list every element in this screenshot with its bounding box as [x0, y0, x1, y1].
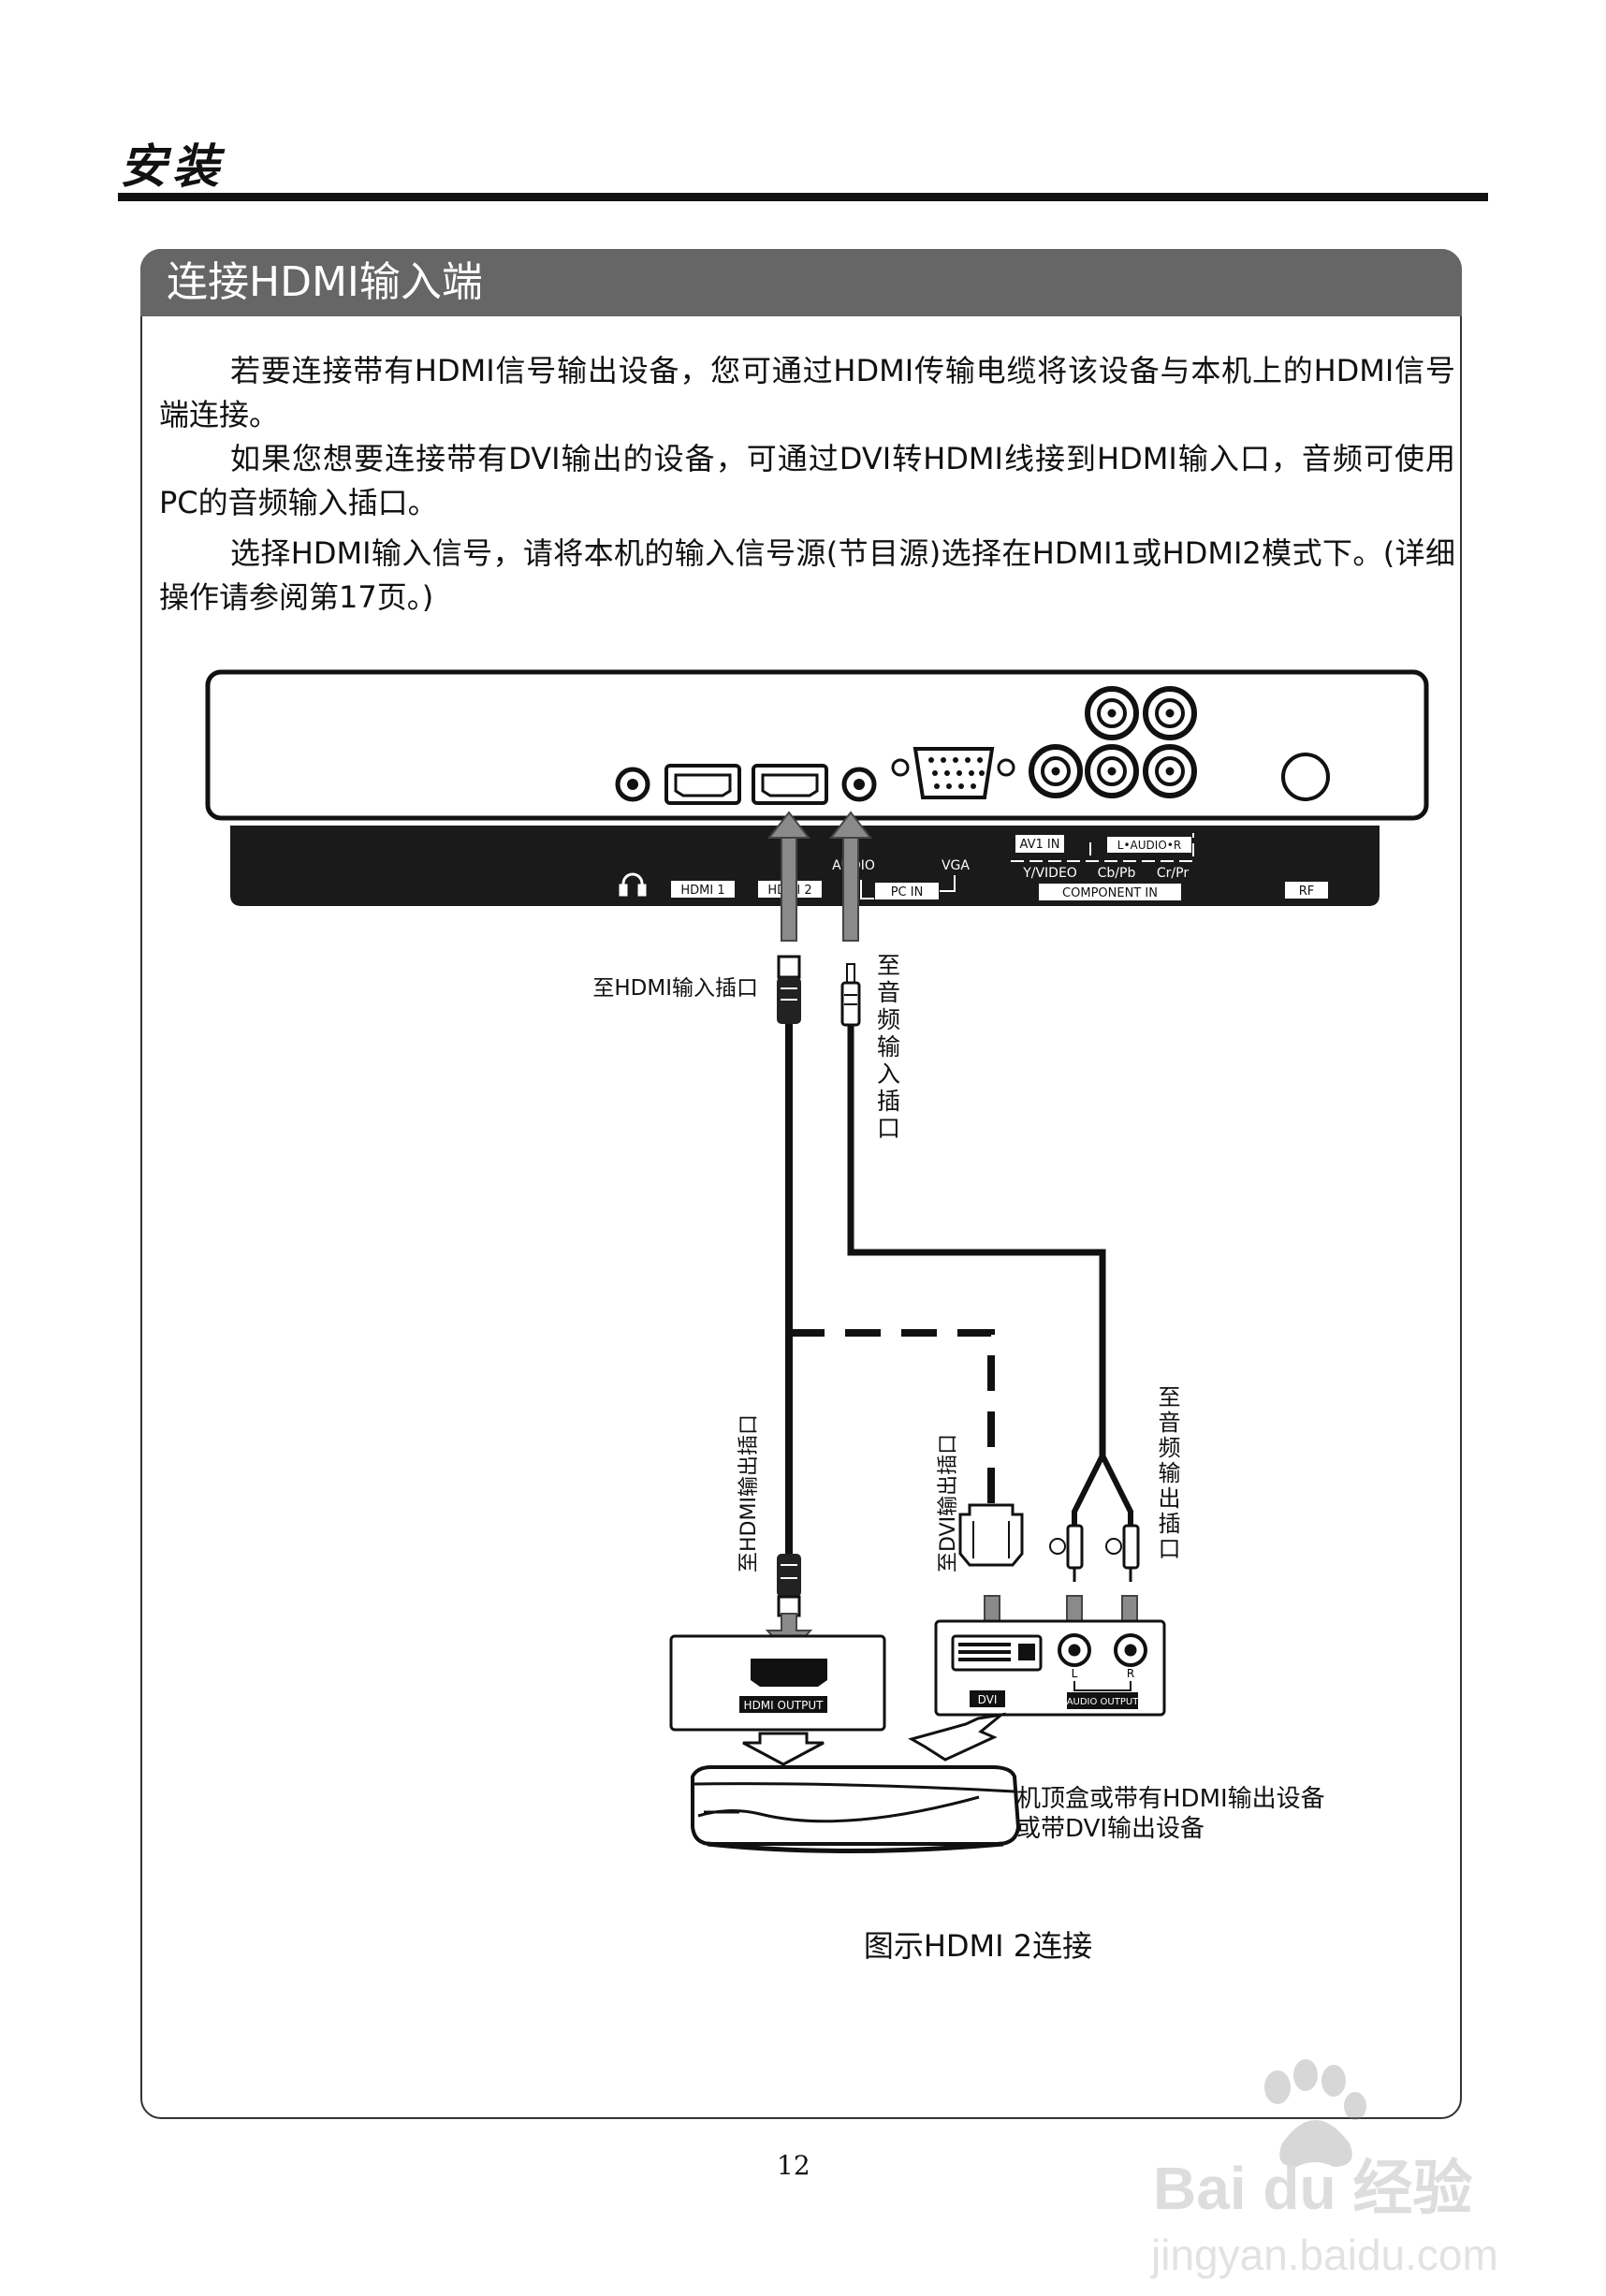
label-r: R — [1127, 1667, 1134, 1680]
hdmi-plug-bottom — [777, 1554, 801, 1617]
label-hdmi1: HDMI 1 — [680, 884, 724, 898]
audio-output-jacks — [1058, 1633, 1147, 1667]
watermark-url: jingyan.baidu.com — [1149, 2230, 1498, 2279]
paw-icon — [1264, 2059, 1366, 2167]
baidu-watermark: Bai du 经验 jingyan.baidu.com — [1149, 2059, 1498, 2279]
label-av1-in: AV1 IN — [1020, 838, 1060, 852]
label-y-video: Y/VIDEO — [1022, 866, 1077, 881]
paragraph-select-source: 选择HDMI输入信号，请将本机的输入信号源(节目源)选择在HDMI1或HDMI2… — [159, 535, 1455, 615]
hdmi-output-port — [751, 1659, 827, 1687]
arrow-to-hdmi2 — [766, 811, 811, 942]
section-title: 连接HDMI输入端 — [167, 258, 483, 306]
callout-to-dvi-output: 至DVI输出插口 — [937, 1434, 960, 1572]
headphone-jack — [615, 767, 650, 802]
hdmi2-port — [752, 764, 828, 805]
vga-port — [891, 747, 1015, 799]
label-audio-lr: L•AUDIO•R — [1117, 839, 1181, 852]
paragraph-dvi: 如果您想要连接带有DVI输出的设备，可通过DVI转HDMI线接到HDMI输入口，… — [159, 441, 1455, 520]
label-l: L — [1072, 1667, 1078, 1680]
rf-jack — [1281, 753, 1330, 801]
callout-device-line2: 或带DVI输出设备 — [1016, 1815, 1204, 1843]
heading-rule — [118, 193, 1488, 201]
arrow-dvi-to-box — [908, 1712, 1007, 1762]
hdmi1-port — [664, 764, 741, 805]
callout-to-hdmi-input: 至HDMI输入插口 — [592, 976, 758, 1001]
page-number: 12 — [777, 2150, 810, 2181]
rca-plug-left — [1049, 1524, 1084, 1582]
headphone-icon — [619, 872, 647, 897]
pc-audio-jack — [841, 767, 877, 802]
set-top-box — [691, 1765, 1021, 1853]
callout-device-line1: 机顶盒或带有HDMI输出设备 — [1016, 1785, 1325, 1813]
watermark-brand: Bai du 经验 — [1153, 2155, 1472, 2222]
label-rf: RF — [1299, 885, 1315, 899]
callout-to-audio-input: 至音频输入插口 — [874, 953, 901, 1143]
rca-plug-right — [1105, 1524, 1140, 1582]
label-component-in: COMPONENT IN — [1062, 886, 1158, 900]
label-audio-output: AUDIO OUTPUT — [1067, 1697, 1140, 1707]
label-cr-pr: Cr/Pr — [1157, 866, 1189, 881]
page-heading: 安装 — [120, 139, 225, 194]
diagram-caption: 图示HDMI 2连接 — [864, 1928, 1092, 1964]
audio-cable — [847, 1025, 1106, 1455]
label-cb-pb: Cb/Pb — [1098, 866, 1136, 881]
rca-jacks — [1029, 686, 1197, 798]
callout-to-audio-output: 至音频输出插口 — [1154, 1385, 1180, 1562]
paragraph-hdmi: 若要连接带有HDMI信号输出设备，您可通过HDMI传输电缆将该设备与本机上的HD… — [159, 353, 1455, 432]
arrow-to-audio — [828, 811, 873, 942]
label-vga: VGA — [942, 858, 970, 873]
arrow-hdmi-to-box — [742, 1732, 825, 1766]
audio-plug-top — [840, 963, 861, 1027]
label-pc-in: PC IN — [891, 885, 924, 899]
label-hdmi-output: HDMI OUTPUT — [744, 1699, 825, 1712]
dvi-plug — [958, 1503, 1024, 1567]
section-title-bar — [140, 249, 1462, 316]
label-dvi: DVI — [978, 1693, 998, 1706]
dvi-dashed-cable — [789, 1329, 995, 1505]
hdmi-plug-top — [777, 955, 801, 1024]
callout-to-hdmi-output: 至HDMI输出插口 — [737, 1414, 761, 1572]
